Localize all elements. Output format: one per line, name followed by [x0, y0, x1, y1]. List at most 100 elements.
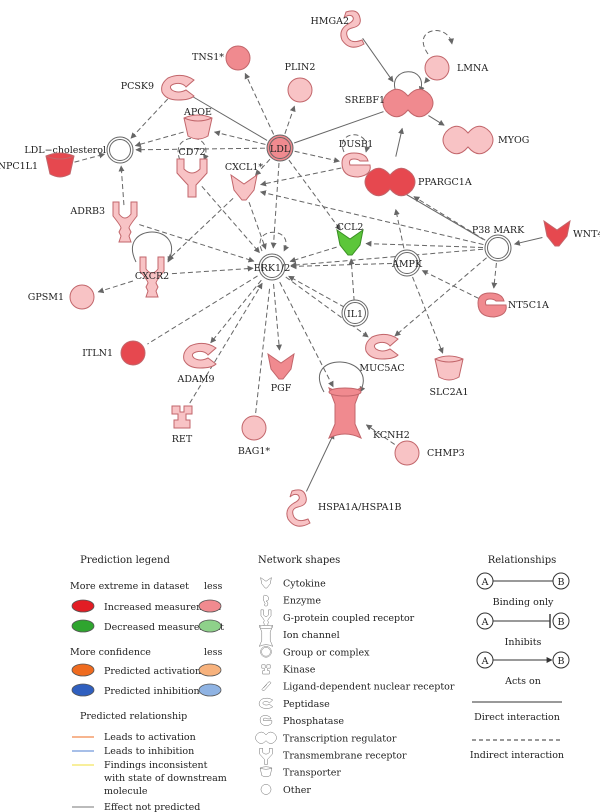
hmga2-shape-icon	[340, 10, 365, 48]
edge-cxcr2-erk	[171, 265, 254, 275]
node-lmna[interactable]: LMNA	[424, 55, 488, 81]
legend-cytokine-icon	[260, 577, 272, 589]
increased-less-swatch	[198, 599, 222, 613]
erk-shape-icon	[258, 253, 286, 281]
predicted-activation-label: Predicted activation	[104, 666, 201, 677]
node-ldlchol[interactable]: LDL−cholesterol	[24, 136, 134, 164]
node-gpsm1[interactable]: GPSM1	[28, 284, 95, 310]
node-slc2a1[interactable]: SLC2A1	[429, 355, 469, 398]
node-myog[interactable]: MYOG	[442, 125, 529, 155]
legend-phosphatase-icon	[259, 715, 273, 726]
node-label-muc5ac: MUC5AC	[359, 363, 404, 374]
node-label-ret: RET	[172, 434, 193, 445]
node-label-itln1: ITLN1	[82, 348, 113, 359]
legend-gpcr-icon	[260, 609, 272, 627]
node-label-pgf: PGF	[271, 383, 292, 394]
edge-ldl-srebf1	[293, 111, 384, 144]
edge-ldl-ldlchol	[135, 146, 266, 153]
node-wnt4[interactable]: WNT4	[543, 219, 600, 247]
binding-only-label: Binding only	[493, 597, 554, 608]
itln1-shape-icon	[120, 340, 146, 366]
edge-ret-erk	[189, 282, 263, 404]
legend-shape-enzyme	[262, 594, 269, 607]
activation-swatch	[71, 663, 95, 677]
legend-shape-label-kinase: Kinase	[283, 665, 316, 676]
legend-shape-peptidase	[258, 697, 274, 709]
node-kcnh2[interactable]: KCNH2	[328, 386, 410, 441]
node-hspa1a[interactable]: HSPA1A/HSPA1B	[286, 489, 402, 527]
wnt4-shape-icon	[543, 219, 571, 247]
node-cd72[interactable]: CD72	[176, 147, 208, 198]
self-loop-cxcr2	[132, 231, 174, 263]
inhibition-less-swatch	[198, 683, 222, 697]
node-adam9[interactable]: ADAM9	[176, 342, 217, 385]
edge-pcsk9-ldlchol	[130, 98, 169, 139]
plin2-shape-icon	[287, 77, 313, 103]
node-cxcr2[interactable]: CXCR2	[135, 256, 169, 298]
node-pgf[interactable]: PGF	[267, 352, 295, 394]
node-p38[interactable]: P38 MARK	[472, 225, 525, 262]
node-cxcl1[interactable]: CXCL1*	[225, 162, 263, 201]
legend-shape-kinase	[261, 664, 271, 675]
node-chmp3[interactable]: CHMP3	[394, 440, 465, 466]
binding-b-label: B	[558, 577, 565, 588]
legend-shape-label-cytokine: Cytokine	[283, 579, 326, 590]
node-adrb3[interactable]: ADRB3	[69, 201, 138, 243]
node-srebf1[interactable]: SREBF1	[345, 88, 434, 118]
cxcl1-shape-icon	[230, 173, 258, 201]
srebf1-shape-icon	[382, 88, 434, 118]
node-ldl[interactable]: LDL	[266, 134, 294, 162]
legend-shape-label-ldnr: Ligand-dependent nuclear receptor	[283, 682, 455, 693]
node-apoe[interactable]: APOE	[183, 107, 213, 140]
edge-wnt4-p38	[513, 236, 543, 246]
relationships-legend: Relationships A B Binding only A B Inhib…	[470, 555, 570, 761]
increased-swatch	[71, 599, 95, 613]
node-ppargc1a[interactable]: PPARGC1A	[364, 167, 472, 197]
node-hmga2[interactable]: HMGA2	[310, 10, 365, 48]
legend-shape-phosphatase	[259, 715, 273, 726]
node-ret[interactable]: RET	[171, 405, 193, 445]
inhibits-a-label: A	[481, 617, 489, 628]
edge-ldl-erk	[270, 162, 280, 249]
hspa1a-shape-icon	[286, 489, 311, 527]
node-label-hmga2: HMGA2	[310, 16, 349, 27]
node-npc1l1[interactable]: NPC1L1	[0, 152, 75, 178]
pgf-shape-icon	[267, 352, 295, 380]
acts-on-a-label: A	[481, 656, 489, 667]
node-itln1[interactable]: ITLN1	[82, 340, 146, 366]
node-pcsk9[interactable]: PCSK9	[121, 74, 195, 101]
node-tns1[interactable]: TNS1*	[192, 45, 251, 71]
node-bag1[interactable]: BAG1*	[238, 415, 270, 457]
node-label-ampk: AMPK	[391, 259, 423, 270]
node-il1[interactable]: IL1	[341, 299, 369, 327]
node-label-dusp1: DUSP1	[339, 139, 374, 150]
edges-layer	[74, 30, 543, 492]
node-dusp1[interactable]: DUSP1	[339, 139, 374, 178]
binding-a-label: A	[481, 577, 489, 588]
edge-erk-kcnh2	[279, 281, 334, 388]
p38-shape-icon	[484, 234, 512, 262]
legend-shape-label-enzyme: Enzyme	[283, 596, 321, 607]
legend-shape-ldnr	[261, 681, 272, 691]
edge-srebf1-myog	[428, 115, 445, 126]
inhibits-node-a	[476, 612, 494, 630]
node-muc5ac[interactable]: MUC5AC	[359, 333, 405, 374]
dusp1-shape-icon	[341, 152, 371, 178]
node-ccl2[interactable]: CCL2	[336, 222, 364, 256]
node-nt5c1a[interactable]: NT5C1A	[477, 292, 549, 318]
node-label-cxcr2: CXCR2	[135, 271, 169, 282]
node-plin2[interactable]: PLIN2	[285, 62, 316, 103]
edge-ldl-apoe	[213, 130, 266, 145]
node-erk[interactable]: ERK1/2	[254, 253, 290, 281]
self-loop-cd72	[177, 137, 209, 161]
edge-cxcl1-erk	[248, 201, 267, 250]
acts-on-label: Acts on	[504, 676, 541, 687]
node-label-srebf1: SREBF1	[345, 95, 385, 106]
acts-on-node-b	[552, 651, 570, 669]
ldl-shape-icon	[266, 134, 294, 162]
legend-kinase-icon	[261, 664, 271, 675]
node-ampk[interactable]: AMPK	[391, 249, 423, 277]
